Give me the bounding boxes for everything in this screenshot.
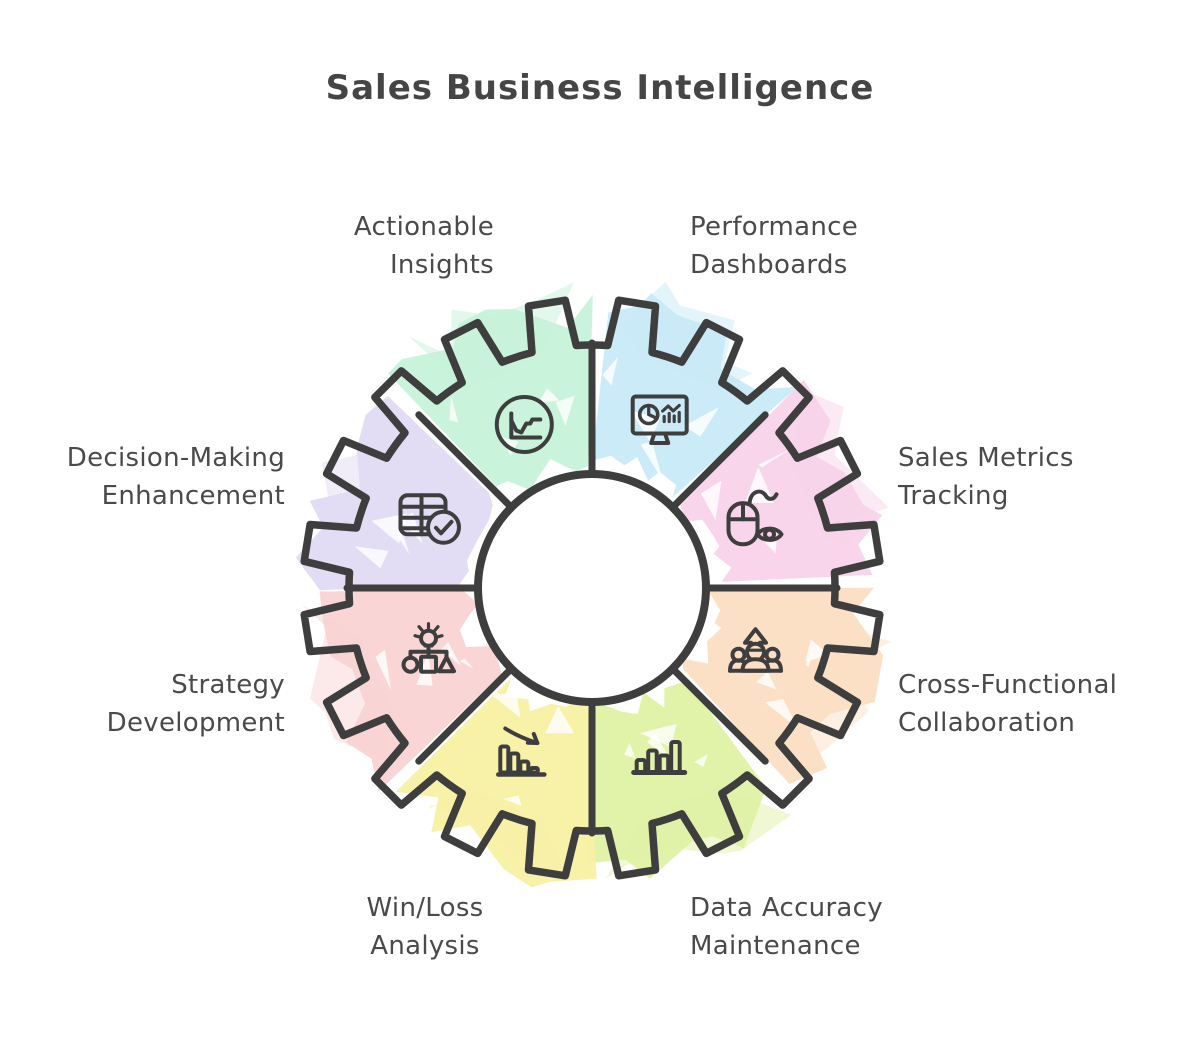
icon-shape <box>764 658 783 673</box>
dashboard-monitor-icon <box>630 394 689 445</box>
paper-speckle <box>538 388 560 404</box>
paper-speckle <box>396 530 410 555</box>
icon-shape <box>419 654 438 674</box>
segment-divider <box>667 663 769 765</box>
label-line: Maintenance <box>690 931 861 961</box>
segment-label-data-accuracy-maintenance: Data Accuracy Maintenance <box>690 889 883 965</box>
paper-speckle <box>639 723 677 747</box>
gear-outline-layer <box>300 296 884 880</box>
icon-shape <box>413 622 444 639</box>
ascending-bar-chart-icon <box>631 740 688 775</box>
icon-shape <box>743 627 768 651</box>
icon-shape <box>747 489 779 506</box>
segment-label-sales-metrics-tracking: Sales Metrics Tracking <box>898 439 1074 515</box>
icon-shape <box>401 655 420 674</box>
label-line: Decision-Making <box>66 443 285 473</box>
label-line: Analysis <box>370 931 480 961</box>
icon-shape <box>649 432 671 445</box>
segment-divider <box>415 411 517 513</box>
paper-speckle <box>449 396 459 423</box>
paper-speckle <box>545 706 575 734</box>
segment-bleed-sales-metrics-tracking <box>791 389 889 545</box>
label-line: Collaboration <box>898 708 1076 738</box>
data-table-check-icon <box>398 493 461 545</box>
icon-shape <box>494 395 554 454</box>
icon-shape <box>647 403 659 421</box>
paper-speckle <box>805 649 814 667</box>
label-line: Enhancement <box>101 481 285 511</box>
label-line: Sales Metrics <box>898 443 1074 473</box>
icon-shape <box>763 527 776 541</box>
trend-line-icon <box>494 395 554 454</box>
paper-speckle <box>758 449 791 468</box>
icon-shape <box>525 732 540 745</box>
label-line: Data Accuracy <box>690 893 883 923</box>
segment-label-strategy-development: Strategy Development <box>107 666 285 742</box>
declining-bar-chart-icon <box>496 726 547 777</box>
segment-bleed-cross-functional-collaboration <box>789 631 891 771</box>
paper-speckle <box>502 795 522 806</box>
paper-speckle <box>765 699 798 729</box>
label-line: Performance <box>690 212 859 242</box>
paper-speckle <box>459 658 474 669</box>
label-line: Strategy <box>171 670 285 700</box>
paper-speckle <box>354 546 389 569</box>
paper-speckle <box>694 753 708 767</box>
icon-shape <box>755 526 784 542</box>
paper-speckle <box>375 649 392 691</box>
paper-speckle <box>602 356 618 386</box>
paper-speckle <box>684 407 720 437</box>
label-line: Dashboards <box>690 250 848 280</box>
segment-fills <box>295 281 891 888</box>
segment-label-performance-dashboards: Performance Dashboards <box>690 208 858 284</box>
icon-shape <box>509 417 543 435</box>
idea-flowchart-icon <box>401 622 456 674</box>
paper-speckle <box>640 441 663 481</box>
label-line: Tracking <box>898 481 1009 511</box>
segment-fill-cross-functional-collaboration <box>683 587 884 784</box>
gear-center-circle <box>474 470 710 706</box>
icon-shape <box>630 394 689 436</box>
paper-speckle <box>624 742 636 759</box>
team-growth-icon <box>728 627 783 673</box>
label-line: Insights <box>389 250 494 280</box>
paper-speckle <box>416 651 433 686</box>
icon-shape <box>661 403 681 413</box>
segment-divider <box>667 411 769 513</box>
mouse-tracking-icon <box>726 489 784 547</box>
icon-shape <box>434 519 454 536</box>
label-line: Actionable <box>353 212 494 242</box>
icon-shape <box>740 657 771 673</box>
icon-shape <box>662 410 681 424</box>
paper-speckle <box>440 642 461 666</box>
label-line: Cross-Functional <box>898 670 1118 700</box>
icon-shape <box>437 655 456 674</box>
segment-bleed-data-accuracy-maintenance <box>606 787 792 879</box>
icon-shape <box>426 509 461 545</box>
diagram-title: Sales Business Intelligence <box>325 68 875 108</box>
paper-speckle <box>488 692 521 718</box>
segment-icons <box>398 394 784 777</box>
label-line: Development <box>106 708 285 738</box>
label-line: Win/Loss <box>366 893 484 923</box>
segment-divider <box>415 663 517 765</box>
segment-label-win-loss-analysis: Win/Loss Analysis <box>290 889 560 965</box>
icon-shape <box>728 658 747 673</box>
gear-outline <box>300 296 884 880</box>
segment-label-decision-making-enhancement: Decision-Making Enhancement <box>67 439 285 515</box>
paper-speckle <box>701 480 722 521</box>
segment-label-cross-functional-collaboration: Cross-Functional Collaboration <box>898 666 1117 742</box>
paper-speckle <box>756 672 777 690</box>
paper-speckle <box>555 395 575 426</box>
segment-label-actionable-insights: Actionable Insights <box>354 208 494 284</box>
